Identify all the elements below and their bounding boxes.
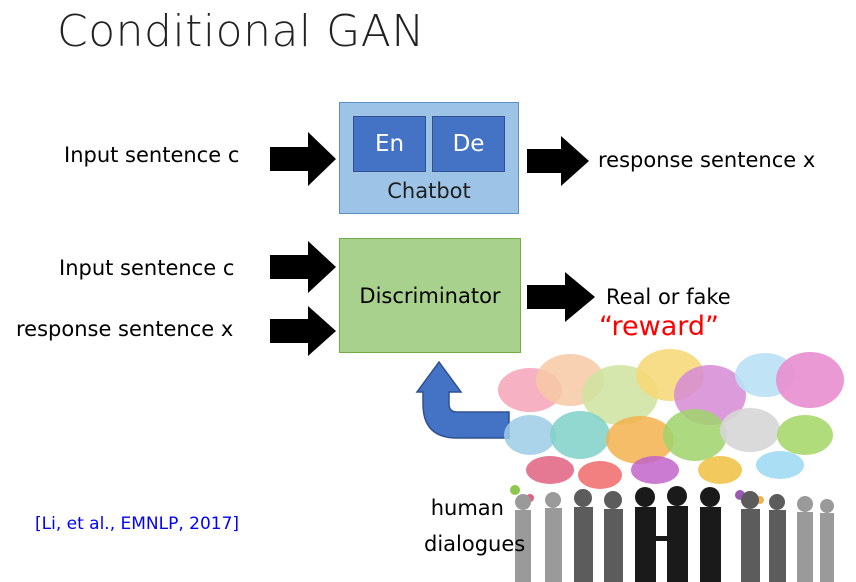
chatbot-box: En De Chatbot bbox=[339, 102, 519, 214]
people-silhouettes-illustration bbox=[515, 486, 834, 582]
chatbot-output-label: response sentence x bbox=[598, 148, 816, 172]
discriminator-output-arrow bbox=[527, 272, 595, 322]
chatbot-input-arrow bbox=[270, 132, 336, 186]
reward-label: “reward” bbox=[599, 311, 720, 342]
encoder-box: En bbox=[353, 116, 426, 172]
human-dialogues-label: human dialogues bbox=[424, 496, 526, 556]
chatbot-label: Chatbot bbox=[387, 179, 471, 203]
chatbot-output-arrow bbox=[527, 136, 589, 186]
discriminator-input-label-2: response sentence x bbox=[16, 317, 234, 341]
discriminator-box: Discriminator bbox=[339, 238, 521, 353]
decoder-box: De bbox=[432, 116, 505, 172]
discriminator-input-label-1: Input sentence c bbox=[59, 256, 235, 280]
discriminator-input-arrow-1 bbox=[270, 241, 336, 293]
citation: [Li, et al., EMNLP, 2017] bbox=[35, 514, 240, 534]
chatbot-input-label: Input sentence c bbox=[64, 143, 240, 167]
discriminator-label: Discriminator bbox=[359, 283, 501, 308]
feedback-arrow bbox=[415, 360, 510, 439]
speech-bubbles-illustration bbox=[498, 349, 844, 504]
discriminator-input-arrow-2 bbox=[270, 306, 336, 356]
slide-title: Conditional GAN bbox=[57, 6, 425, 57]
real-or-fake-label: Real or fake bbox=[606, 285, 731, 309]
